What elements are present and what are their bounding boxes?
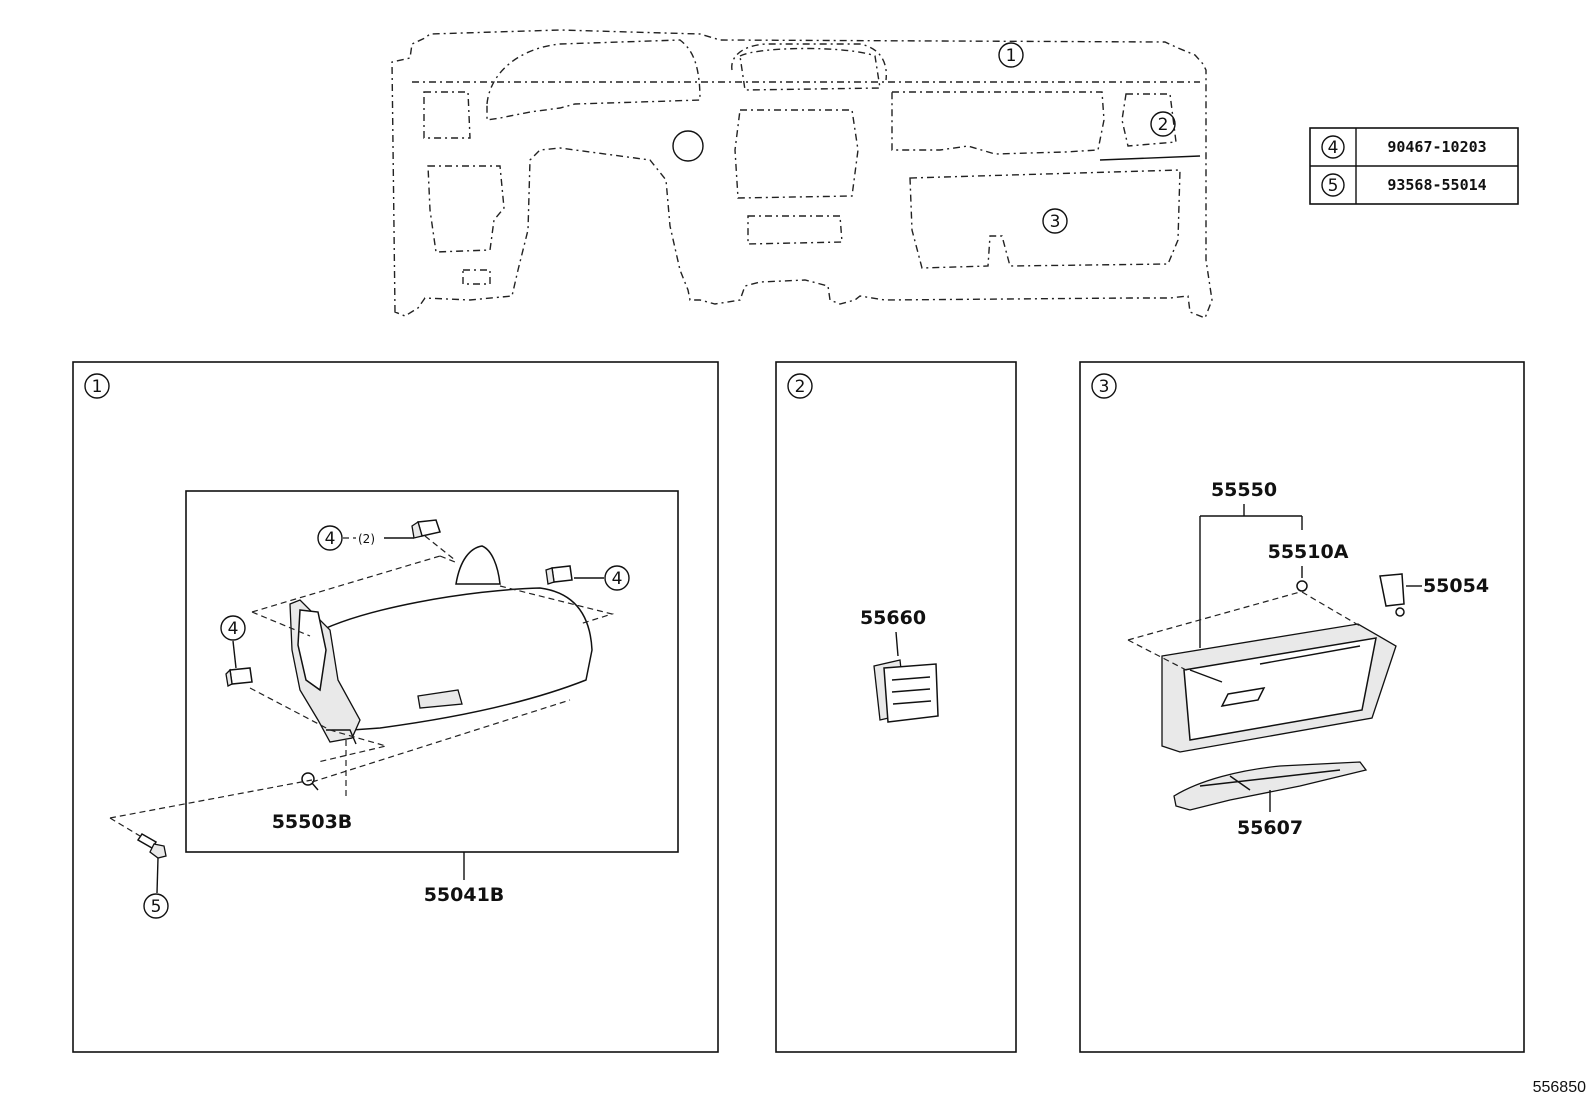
clip-left: [225, 667, 253, 687]
ref-4-top: 4 (2): [317, 525, 414, 551]
svg-text:5: 5: [151, 897, 162, 917]
glove-box-lamp: [1379, 573, 1405, 617]
figure-id: 556850: [1533, 1079, 1586, 1096]
ref-5: 5: [143, 857, 169, 919]
air-vent: [873, 659, 939, 723]
part-label-55510a: 55510A: [1268, 541, 1349, 563]
glove-box-damper: [1173, 761, 1368, 811]
overview-callouts: 1 2 3: [998, 42, 1176, 234]
panel-number: 3: [1099, 377, 1110, 397]
part-label-55607: 55607: [1237, 817, 1303, 839]
legend-ref: 4: [1328, 138, 1339, 158]
screw: [136, 833, 167, 859]
svg-text:4: 4: [228, 619, 239, 639]
clip-55503b: [301, 772, 319, 791]
overview-callout-1: 1: [998, 42, 1024, 68]
quantity-label: (2): [358, 532, 375, 546]
dashboard-overview: [391, 29, 1213, 319]
ref-4-left: 4: [220, 615, 246, 669]
part-label-55041b: 55041B: [424, 884, 505, 906]
legend-row: 4 90467-10203: [1321, 135, 1487, 159]
panel-2: 2 55660: [775, 361, 1017, 1053]
panel-1: 1: [72, 361, 719, 1053]
legend-ref: 5: [1328, 176, 1339, 196]
subassembly-frame: [185, 490, 679, 853]
part-label-55054: 55054: [1423, 575, 1489, 597]
callout-number: 3: [1050, 212, 1061, 232]
callout-number: 2: [1158, 115, 1169, 135]
overview-callout-3: 3: [1042, 208, 1068, 234]
panel-frame: [72, 361, 719, 1053]
overview-callout-2: 2: [1150, 111, 1176, 137]
glove-box-assembly: [1161, 623, 1397, 753]
panel-frame: [1079, 361, 1525, 1053]
legend-table: 4 90467-10203 5 93568-55014: [1309, 127, 1519, 205]
glove-box-door: [289, 545, 593, 745]
clip-top: [411, 519, 441, 539]
clip-right: [545, 565, 573, 585]
svg-text:4: 4: [325, 529, 336, 549]
callout-number: 1: [1006, 46, 1017, 66]
ref-4-right: 4: [574, 565, 630, 591]
part-label-55550: 55550: [1211, 479, 1277, 501]
legend-part-number: 93568-55014: [1387, 176, 1486, 194]
panel-3: 3 55550 55510A 55054 55607: [1079, 361, 1525, 1053]
legend-part-number: 90467-10203: [1387, 138, 1486, 156]
part-label-55503b: 55503B: [272, 811, 353, 833]
panel-number: 2: [795, 377, 806, 397]
part-label-55660: 55660: [860, 607, 926, 629]
panel-frame: [775, 361, 1017, 1053]
svg-text:4: 4: [612, 569, 623, 589]
legend-row: 5 93568-55014: [1321, 173, 1487, 197]
panel-number: 1: [92, 377, 103, 397]
